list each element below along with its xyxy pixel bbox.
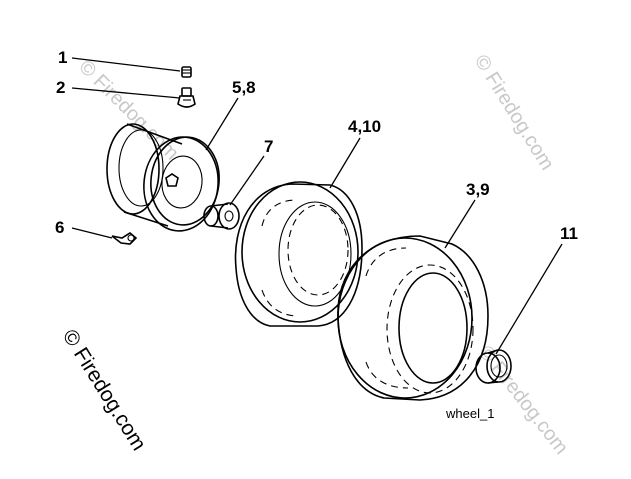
- leader-1: [71, 57, 181, 72]
- part-valve-stem: [177, 87, 196, 108]
- callout-11: 11: [560, 224, 578, 243]
- part-grease-fitting: [111, 232, 138, 245]
- leader-lines: [71, 57, 563, 355]
- callout-5-8: 5,8: [232, 78, 256, 97]
- diagram-caption: wheel_1: [445, 406, 494, 421]
- callout-6: 6: [55, 218, 64, 237]
- watermark-top-right: © Firedog.com: [470, 51, 558, 174]
- watermark-bottom-left: © Firedog.com: [58, 325, 151, 454]
- part-bushing: [203, 202, 240, 230]
- leader-5-8: [205, 97, 239, 151]
- leader-11: [495, 243, 563, 355]
- leader-7: [229, 155, 265, 206]
- part-valve-cap: [181, 66, 192, 78]
- watermark-group: © Firedog.com © Firedog.com © Firedog.co…: [58, 51, 573, 459]
- part-tire-front: [234, 181, 363, 327]
- callout-3-9: 3,9: [466, 180, 490, 199]
- leader-4-10: [329, 137, 361, 189]
- callout-2: 2: [56, 78, 65, 97]
- callout-1: 1: [58, 48, 67, 67]
- watermark-top-left: © Firedog.com: [74, 56, 183, 165]
- leader-6: [71, 227, 113, 239]
- callout-labels: 1 2 5,8 7 4,10 3,9 6 11: [55, 48, 578, 243]
- callout-7: 7: [264, 137, 273, 156]
- part-hub-cap: [475, 349, 512, 384]
- callout-4-10: 4,10: [348, 117, 381, 136]
- part-tire-rear: [337, 235, 489, 401]
- part-rim: [106, 123, 220, 232]
- leader-2: [71, 87, 181, 99]
- leader-3-9: [444, 199, 476, 249]
